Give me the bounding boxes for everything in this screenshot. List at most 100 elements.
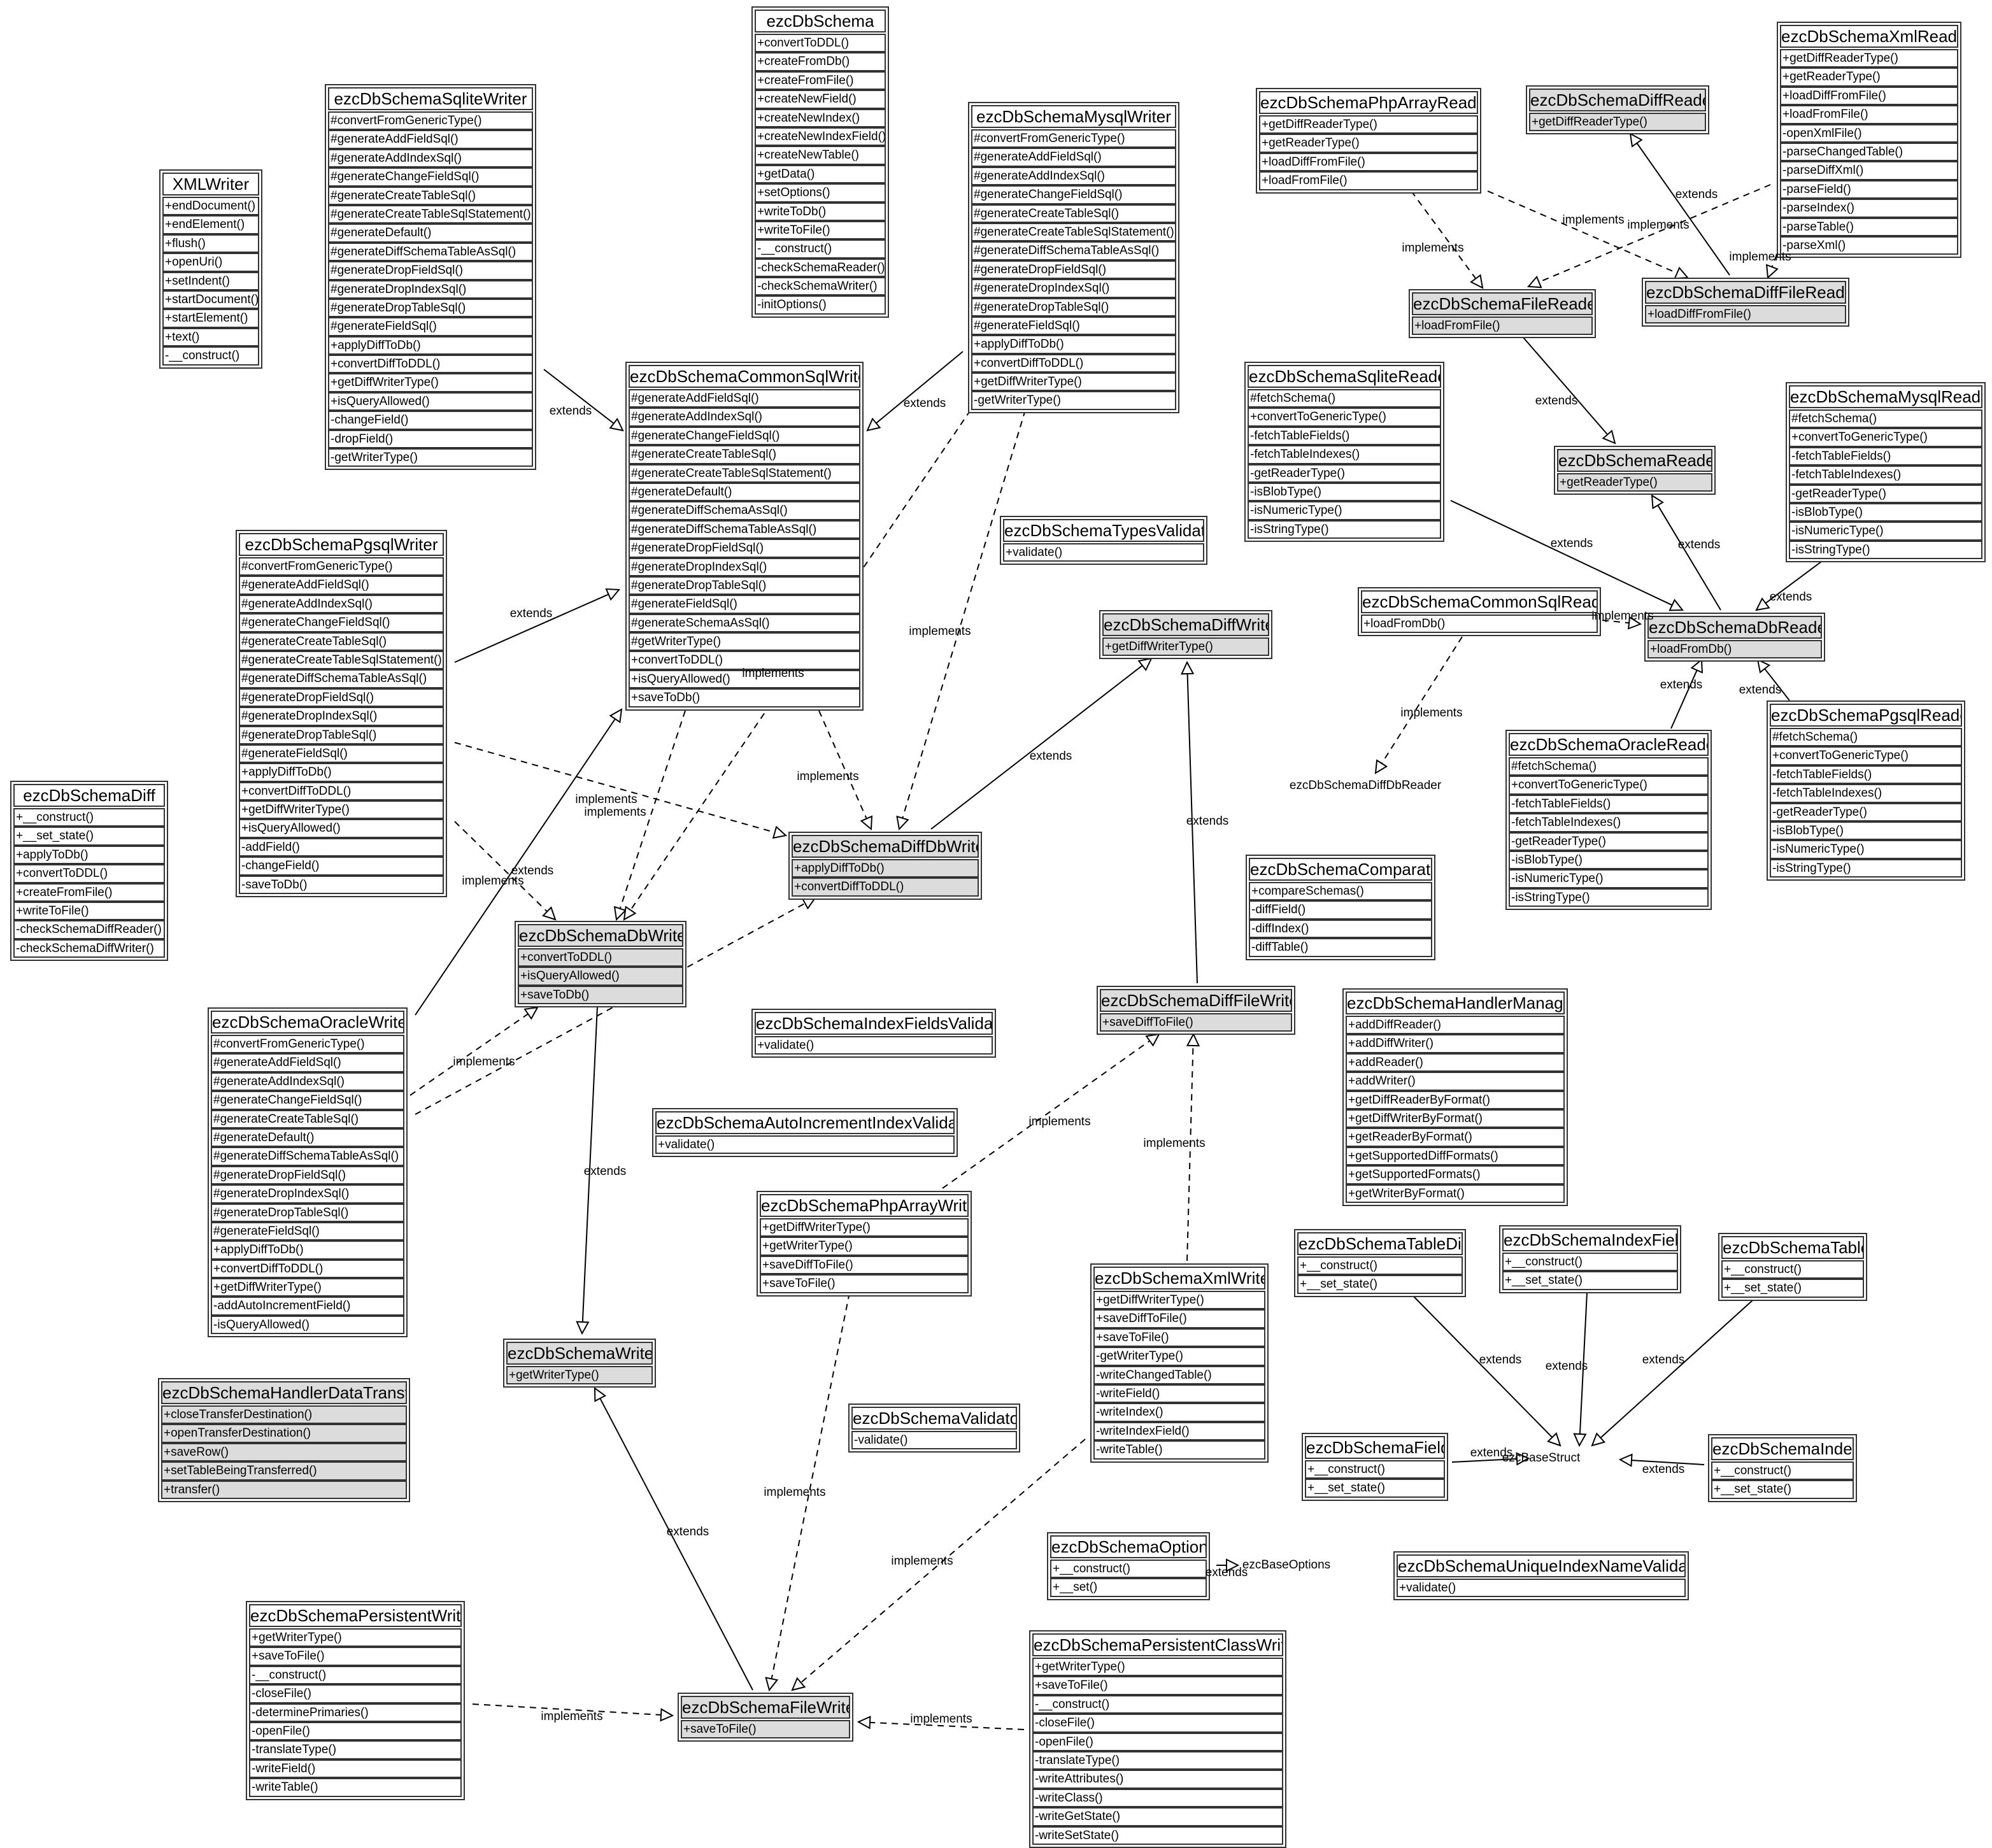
implements-edge xyxy=(800,1439,1086,1684)
class-method: #generateAddIndexSql() xyxy=(629,408,860,427)
class-method: +getDiffReaderByFormat() xyxy=(1346,1090,1565,1109)
implements-edge xyxy=(902,409,1026,819)
class-method: #convertFromGenericType() xyxy=(971,129,1176,148)
class-method: +addDiffWriter() xyxy=(1346,1034,1565,1053)
class-method: +getDiffReaderType() xyxy=(1259,115,1478,134)
class-method: #generateDefault() xyxy=(629,482,860,502)
edge-label-implements: implements xyxy=(909,625,971,638)
hollow-arrowhead-icon xyxy=(605,588,621,601)
class-box-ezc-db-schema-php-array-writer: ezcDbSchemaPhpArrayWriter+getDiffWriterT… xyxy=(757,1191,972,1297)
class-method: +saveToFile() xyxy=(1093,1328,1265,1347)
class-box-ezc-db-schema-xml-reader: ezcDbSchemaXmlReader+getDiffReaderType()… xyxy=(1777,22,1961,259)
hollow-arrowhead-icon xyxy=(623,906,637,921)
class-method: +setIndent() xyxy=(162,271,259,290)
class-method: #generateDiffSchemaTableAsSql() xyxy=(328,242,533,262)
hollow-arrowhead-icon xyxy=(1628,616,1642,630)
class-box-ezc-db-schema-diff-writer: ezcDbSchemaDiffWriter+getDiffWriterType(… xyxy=(1099,610,1272,660)
class-method: +__set_state() xyxy=(1711,1480,1854,1499)
class-method: #generateAddIndexSql() xyxy=(328,148,533,168)
class-name: ezcDbSchemaComparator xyxy=(1249,858,1432,881)
class-method: #generateCreateTableSql() xyxy=(629,445,860,464)
class-box-ezc-db-schema-reader: ezcDbSchemaReader+getReaderType() xyxy=(1554,446,1716,495)
class-method: -checkSchemaReader() xyxy=(755,258,886,278)
class-name: ezcDbSchemaDiffReader xyxy=(1529,89,1706,111)
edge-label-extends: extends xyxy=(583,1165,627,1178)
class-name: ezcDbSchemaTypesValidator xyxy=(1003,519,1204,542)
class-box-ezc-db-schema-unique-index-name-validator: ezcDbSchemaUniqueIndexNameValidator+vali… xyxy=(1393,1551,1689,1601)
class-box-ezc-db-schema-diff-file-writer: ezcDbSchemaDiffFileWriter+saveDiffToFile… xyxy=(1097,986,1295,1035)
class-method: +validate() xyxy=(1003,543,1204,562)
class-method: +openTransferDestination() xyxy=(161,1424,407,1443)
class-name: ezcDbSchemaFileWriter xyxy=(681,1696,850,1719)
class-method: +loadDiffFromFile() xyxy=(1259,152,1478,172)
class-method: +loadDiffFromFile() xyxy=(1645,305,1846,324)
edge-label-extends: extends xyxy=(1642,1353,1685,1367)
class-method: +convertToGenericType() xyxy=(1248,408,1441,427)
edge-label-implements: implements xyxy=(1729,250,1791,264)
class-method: +closeTransferDestination() xyxy=(161,1405,407,1425)
edge-label-extends: extends xyxy=(1186,814,1229,828)
class-method: +__construct() xyxy=(1502,1253,1678,1272)
edge-label-implements: implements xyxy=(462,874,524,888)
class-box-ezc-db-schema-index-fields-validator: ezcDbSchemaIndexFieldsValidator+validate… xyxy=(751,1009,996,1058)
class-method: #generateSchemaAsSql() xyxy=(629,613,860,633)
implements-edge xyxy=(454,742,775,834)
class-method: -changeField() xyxy=(328,411,533,430)
hollow-arrowhead-icon xyxy=(1618,1453,1633,1467)
class-method: +startElement() xyxy=(162,309,259,328)
class-method: -isNumericType() xyxy=(1789,522,1982,541)
class-method: +validate() xyxy=(1397,1579,1686,1598)
edge-label-extends: extends xyxy=(549,404,592,418)
edge-label-implements: implements xyxy=(1400,706,1463,720)
class-method: -isNumericType() xyxy=(1509,869,1709,888)
class-method: #generateDiffSchemaTableAsSql() xyxy=(239,669,444,688)
class-box-ezc-db-schema-common-sql-reader: ezcDbSchemaCommonSqlReader+loadFromDb() xyxy=(1358,587,1601,637)
class-method: -parseChangedTable() xyxy=(1780,142,1958,162)
class-method: -fetchTableIndexes() xyxy=(1509,813,1709,832)
class-box-ezc-db-schema-mysql-reader: ezcDbSchemaMysqlReader#fetchSchema()+con… xyxy=(1786,382,1986,563)
class-method: +__construct() xyxy=(1305,1460,1445,1479)
class-box-ezc-db-schema-diff: ezcDbSchemaDiff+__construct()+__set_stat… xyxy=(10,781,168,962)
edge-label-implements: implements xyxy=(1028,1115,1091,1128)
class-method: +writeToFile() xyxy=(755,220,886,240)
class-name: ezcDbSchema xyxy=(755,10,886,32)
class-method: #generateDropIndexSql() xyxy=(211,1184,404,1204)
class-method: #generateCreateTableSqlStatement() xyxy=(629,464,860,483)
class-box-ezc-db-schema-field: ezcDbSchemaField+__construct()+__set_sta… xyxy=(1302,1433,1448,1501)
class-method: +getDiffWriterType() xyxy=(1093,1291,1265,1310)
class-method: -dropField() xyxy=(328,429,533,449)
edge-label-implements: implements xyxy=(453,1055,515,1069)
class-method: -writeIndexField() xyxy=(1093,1421,1265,1441)
class-method: -checkSchemaDiffReader() xyxy=(13,920,165,939)
extends-edge xyxy=(581,1006,598,1323)
class-method: +loadFromFile() xyxy=(1780,105,1958,124)
class-name: ezcDbSchemaCommonSqlReader xyxy=(1361,590,1598,613)
class-method: -writeClass() xyxy=(1032,1788,1283,1808)
class-method: +applyDiffToDb() xyxy=(328,336,533,355)
class-method: #generateDropFieldSql() xyxy=(239,688,444,707)
extends-edge xyxy=(543,369,615,424)
class-method: +convertToGenericType() xyxy=(1509,776,1709,795)
class-method: +createNewIndex() xyxy=(755,108,886,127)
class-name: ezcDbSchemaTableDiff xyxy=(1297,1232,1463,1255)
hollow-arrowhead-icon xyxy=(765,1677,779,1692)
class-method: +saveToFile() xyxy=(1032,1676,1283,1695)
class-method: +getReaderType() xyxy=(1557,473,1712,492)
hollow-arrowhead-icon xyxy=(860,815,873,831)
class-method: +__construct() xyxy=(13,808,165,827)
class-method: +loadFromDb() xyxy=(1647,640,1822,659)
class-method: #generateCreateTableSql() xyxy=(239,632,444,651)
class-method: +__set_state() xyxy=(1305,1479,1445,1498)
hollow-arrowhead-icon xyxy=(541,906,557,921)
class-method: -getReaderType() xyxy=(1248,464,1441,483)
class-method: +__construct() xyxy=(1297,1256,1463,1276)
class-method: #convertFromGenericType() xyxy=(211,1035,404,1054)
class-method: -parseDiffXml() xyxy=(1780,161,1958,180)
class-method: #generateDiffSchemaTableAsSql() xyxy=(211,1147,404,1166)
class-box-ezc-db-schema-db-writer: ezcDbSchemaDbWriter+convertToDDL()+isQue… xyxy=(515,921,687,1008)
implements-edge xyxy=(1602,620,1630,624)
class-method: #generateChangeFieldSql() xyxy=(239,613,444,632)
extends-edge xyxy=(454,593,609,663)
class-method: +saveToFile() xyxy=(681,1720,850,1739)
hollow-arrowhead-icon xyxy=(1591,1432,1606,1447)
